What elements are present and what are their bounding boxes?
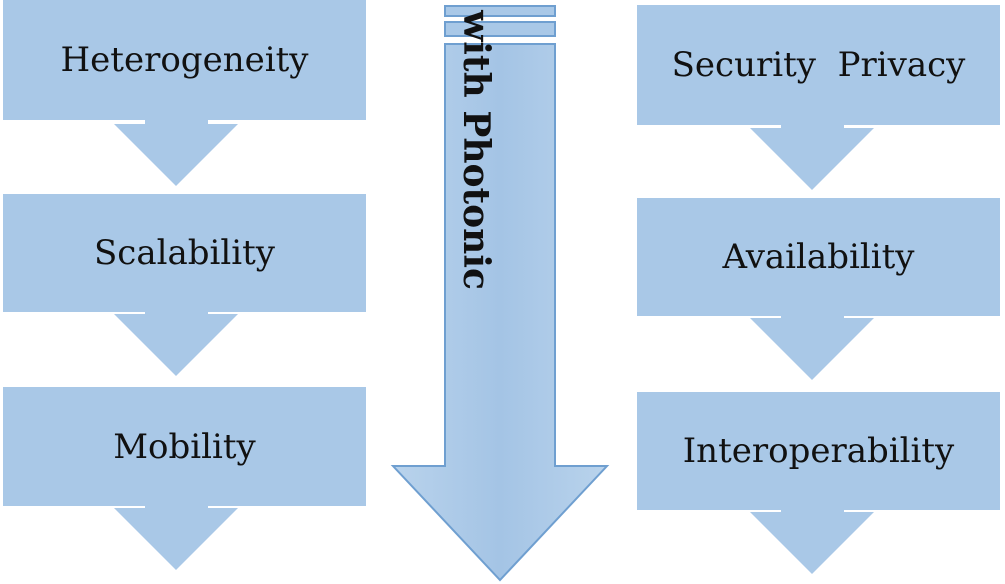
center-down-arrow-icon (390, 5, 610, 582)
right-box-label: Interoperability (682, 431, 955, 471)
arrow-segment (444, 21, 556, 37)
center-arrow-label: IoT with Photonic (455, 0, 497, 290)
down-arrow-icon (114, 124, 238, 186)
right-box-label: Security Privacy (671, 45, 966, 85)
arrow-body (390, 43, 610, 582)
left-box-mobility: Mobility (3, 387, 366, 506)
right-box-security-privacy: Security Privacy (637, 5, 1000, 125)
left-box-heterogeneity: Heterogeneity (3, 0, 366, 120)
left-box-label: Scalability (93, 233, 275, 273)
right-box-interoperability: Interoperability (637, 392, 1000, 510)
arrow-segment (444, 5, 556, 17)
down-arrow-icon (750, 318, 874, 380)
right-box-label: Availability (722, 237, 915, 277)
left-box-scalability: Scalability (3, 194, 366, 312)
down-arrow-icon (114, 314, 238, 376)
right-box-availability: Availability (637, 198, 1000, 316)
down-arrow-icon (114, 508, 238, 570)
left-box-label: Heterogeneity (60, 40, 309, 80)
left-box-label: Mobility (113, 426, 256, 467)
down-arrow-icon (750, 512, 874, 574)
down-arrow-icon (750, 128, 874, 190)
